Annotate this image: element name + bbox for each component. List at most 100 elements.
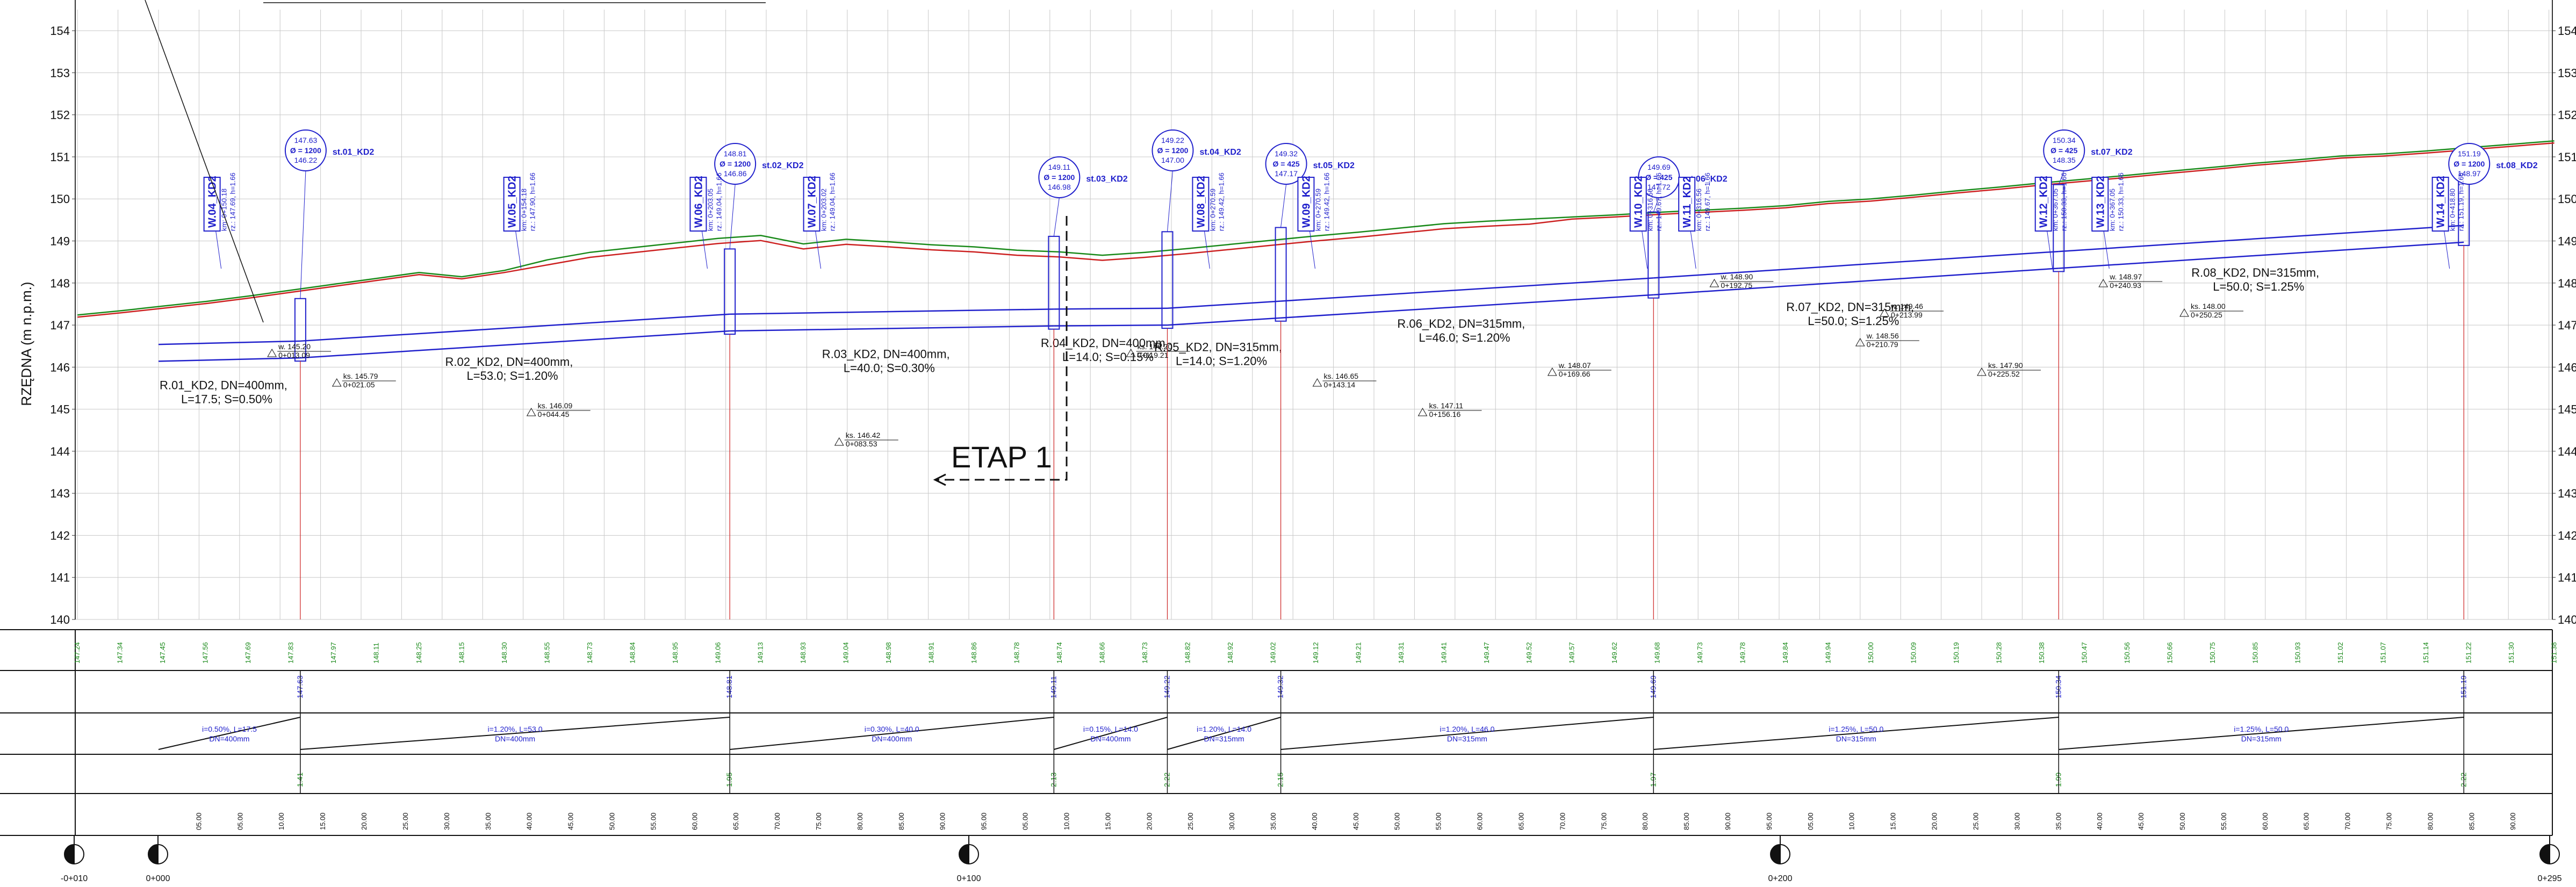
chainage-tick-cell: 85.00	[2467, 812, 2476, 830]
inlet-name-box	[503, 177, 521, 232]
level-triangle	[1977, 367, 1987, 376]
elevation-tick-label-right: 150	[2558, 192, 2576, 206]
rim-elevation-cell: 149.32	[1276, 675, 1285, 698]
pipe-band-diameter: DN=315mm	[1447, 734, 1487, 743]
inlet-chainage: km: 0+367.05	[2052, 189, 2060, 231]
elevation-tick-label-left: 150	[50, 192, 70, 206]
pipe: R.02_KD2, DN=400mm,L=53.0; S=1.20%	[300, 313, 730, 383]
terrain-elevation-cell: 148.55	[543, 642, 551, 664]
manhole-diameter: Ø = 425	[1645, 173, 1672, 182]
pipe-band-diameter: DN=315mm	[2241, 734, 2282, 743]
pipe-crown-line	[1167, 300, 1281, 309]
chainage-circle-fill	[148, 845, 158, 864]
chainage-tick-cell: 45.00	[1352, 812, 1360, 830]
level-chainage: 0+225.52	[1988, 370, 2020, 378]
manhole-invert-elevation: 147.00	[1161, 156, 1184, 164]
elevation-tick-label-right: 153	[2558, 66, 2576, 80]
inlet-chainage: km: 0+418.80	[2449, 189, 2457, 231]
rim-elevation-cell: 149.69	[1649, 675, 1657, 698]
level-value: ks. 146.09	[538, 401, 573, 410]
manhole-invert-elevation: 147.17	[1275, 169, 1298, 178]
depth-cell: 1.41	[296, 773, 304, 787]
chainage-tick-cell: 30.00	[2013, 812, 2021, 830]
level-triangle	[2179, 308, 2189, 317]
level-triangle	[332, 378, 342, 387]
inlet-name-box	[1678, 177, 1696, 232]
inlet-name: W.13_KD2	[2095, 176, 2106, 228]
manhole-name: st.04_KD2	[1199, 148, 1241, 157]
inlet-chainage: km: 0+154.18	[520, 189, 528, 231]
chainage-tick-cell: 75.00	[2385, 812, 2393, 830]
terrain-line	[77, 140, 2555, 316]
manhole-leader	[2058, 170, 2064, 185]
depth-cell: 2.22	[1162, 773, 1171, 787]
chainage-tick-cell: 55.00	[1435, 812, 1443, 830]
level-triangle	[267, 348, 277, 357]
elevation-tick-label-left: 153	[50, 66, 70, 80]
manhole-shaft	[1161, 231, 1174, 329]
manhole-leader	[729, 184, 736, 249]
chainage-tick-cell: 80.00	[856, 812, 864, 830]
terrain-elevation-cell: 148.95	[671, 642, 679, 664]
pipe-band-slope	[730, 717, 1054, 750]
level-chainage: 0+213.99	[1891, 311, 1923, 319]
inlet-name: W.06_KD2	[693, 176, 704, 228]
manhole-invert-elevation: 148.97	[2458, 169, 2481, 178]
level-chainage: 0+044.45	[538, 410, 570, 419]
terrain-elevation-cell: 149.02	[1269, 642, 1277, 664]
inlet-chainage: km: 0+367.05	[2108, 189, 2116, 231]
pipe-band-diameter: DN=400mm	[209, 734, 249, 743]
terrain-elevation-cell: 151.07	[2379, 642, 2387, 664]
elevation-tick-label-right: 144	[2558, 445, 2576, 458]
chainage-tick-cell: 75.00	[1600, 812, 1608, 830]
chainage-tick-cell: 80.00	[1641, 812, 1649, 830]
pipe-band-slope-label: i=1.25%, L=50.0	[1829, 725, 1883, 733]
elevation-tick-label-left: 143	[50, 487, 70, 500]
etap-boundary: ETAP 1	[145, 0, 1068, 486]
terrain-elevation-cell: 149.94	[1824, 642, 1832, 664]
manhole-diameter: Ø = 1200	[290, 146, 321, 155]
level-marker: w. 148.900+192.75	[1709, 272, 1774, 290]
chainage-circle-fill	[959, 845, 969, 864]
manhole-name: st.07_KD2	[2091, 148, 2132, 157]
chainage-marker: 0+000	[146, 835, 170, 883]
chainage-tick-cell: 10.00	[1848, 812, 1856, 830]
pipe-band-diameter: DN=315mm	[1204, 734, 1244, 743]
terrain-elevation-cell: 150.47	[2080, 642, 2088, 664]
manhole-invert-elevation: 147.72	[1647, 183, 1671, 191]
level-chainage: 0+143.14	[1323, 380, 1355, 389]
elevation-tick-label-left: 145	[50, 403, 70, 416]
level-chainage: 0+021.05	[343, 380, 375, 389]
depth-cell: 2.15	[1276, 773, 1285, 787]
chainage-tick-cell: 15.00	[319, 812, 327, 830]
terrain-elevation-cell: 150.85	[2251, 642, 2259, 664]
level-marker: ks. 146.200+119.21	[1126, 342, 1190, 359]
pipe-band-slope-label: i=1.20%, L=53.0	[488, 725, 543, 733]
inlet-name: W.07_KD2	[807, 176, 818, 228]
level-value: ks. 146.20	[1138, 342, 1172, 351]
inlet-rim: rz.: 150.33, h=1.66	[2060, 172, 2068, 231]
terrain-elevation-cell: 147.45	[159, 642, 167, 664]
inlet-name: W.14_KD2	[2435, 176, 2447, 228]
level-marker: ks. 146.420+083.53	[834, 431, 898, 448]
chainage-tick-cell: 05.00	[195, 812, 203, 830]
chainage-tick-cell: 05.00	[1021, 812, 1030, 830]
terrain-elevation-cell: 148.82	[1183, 642, 1191, 664]
depth-cell: 1.95	[725, 773, 733, 787]
level-chainage: 0+240.93	[2110, 281, 2141, 290]
rim-elevation-cell: 149.11	[1049, 676, 1057, 698]
inlet-rim: rz.: 149.67, h=1.66	[1655, 172, 1663, 231]
level-marker: w. 148.560+210.79	[1855, 331, 1919, 349]
pipe-invert-line	[2059, 241, 2464, 269]
inlet-leader	[1309, 230, 1315, 269]
level-marker: w. 145.200+013.09	[267, 342, 332, 359]
